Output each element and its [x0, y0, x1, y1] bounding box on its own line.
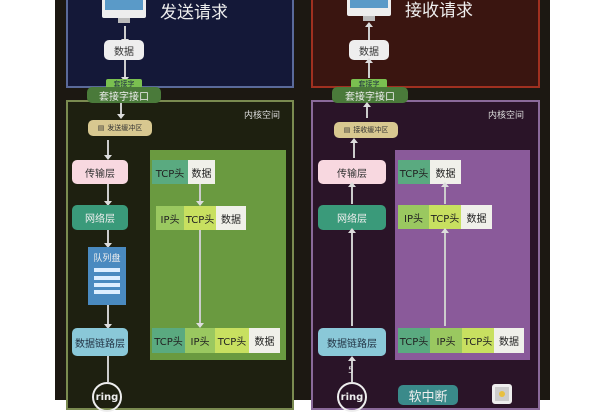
sender-transport-layer: 传输层 [72, 160, 128, 184]
packet-tcp-header: TCP头 [152, 160, 188, 184]
computer-icon [347, 0, 391, 21]
arrow [348, 182, 356, 204]
step-number: 5 [348, 366, 354, 376]
packet-data: 数据 [249, 328, 280, 353]
sender-network-layer: 网络层 [72, 205, 128, 230]
receiver-transport-layer: 传输层 [318, 160, 386, 184]
arrow [104, 140, 112, 160]
receiver-packet-panel [395, 150, 530, 360]
receiver-network-layer: 网络层 [318, 205, 386, 230]
packet-ip-header: IP头 [430, 328, 462, 353]
queue-label: 队列盘 [93, 254, 121, 264]
arrow [348, 228, 356, 326]
packet-ip-header: IP头 [185, 328, 215, 353]
sender-packet-panel [150, 150, 286, 360]
arrow [350, 138, 358, 158]
packet-tcp-header: TCP头 [429, 205, 461, 229]
arrow [121, 60, 129, 82]
packet-ip-header: IP头 [156, 206, 184, 230]
cpu-chip-icon [492, 384, 512, 404]
buffer-icon: ▤ [343, 126, 351, 134]
receiver-ring-buffer: ring [337, 382, 367, 412]
arrow [365, 22, 373, 40]
packet-data: 数据 [430, 160, 461, 184]
sender-title: 发送请求 [160, 3, 228, 23]
receiver-data-box: 数据 [349, 40, 389, 60]
arrow [441, 182, 449, 204]
computer-icon [102, 0, 146, 23]
receiver-buffer: ▤接收缓冲区 [334, 122, 398, 138]
softirq-box: 软中断 [398, 385, 458, 405]
sender-socket-interface: 套接字接口 [87, 87, 161, 103]
receiver-buffer-label: 接收缓冲区 [353, 126, 389, 134]
receiver-title: 接收请求 [405, 1, 473, 21]
packet-ip-header: IP头 [398, 205, 429, 229]
sender-buffer: ▤发送缓冲区 [88, 120, 152, 136]
arrow [196, 230, 204, 328]
packet-data: 数据 [461, 205, 492, 229]
packet-data: 数据 [188, 160, 215, 184]
receiver-datalink-layer: 数据链路层 [318, 328, 386, 356]
packet-tcp-header: TCP头 [398, 160, 430, 184]
arrow [348, 356, 356, 382]
packet-tcp-header: TCP头 [398, 328, 430, 353]
packet-tcp-header: TCP头 [152, 328, 185, 353]
arrow [363, 102, 371, 118]
packet-tcp-header: TCP头 [462, 328, 494, 353]
sender-socket-tag: 套接字 [106, 79, 142, 89]
arrow [121, 26, 129, 44]
arrow [104, 230, 112, 248]
receiver-socket-tag: 套接字 [351, 79, 387, 89]
arrow [104, 184, 112, 206]
sender-data-box: 数据 [104, 40, 144, 60]
packet-data: 数据 [494, 328, 524, 353]
arrow [441, 228, 449, 326]
sender-datalink-layer: 数据链路层 [72, 328, 128, 356]
packet-tcp-header: TCP头 [215, 328, 249, 353]
sender-kernel-label: 内核空间 [244, 111, 281, 121]
receiver-socket-interface: 套接字接口 [332, 87, 408, 103]
sender-queue: 队列盘 [88, 247, 126, 305]
packet-tcp-header: TCP头 [184, 206, 216, 230]
arrow [104, 305, 112, 329]
packet-data: 数据 [216, 206, 246, 230]
sender-ring-buffer: ring [92, 382, 122, 412]
arrow [117, 103, 125, 119]
arrow [196, 184, 204, 206]
arrow [365, 58, 373, 78]
arrow [107, 356, 109, 382]
receiver-kernel-label: 内核空间 [488, 111, 525, 121]
sender-buffer-label: 发送缓冲区 [107, 124, 143, 132]
buffer-icon: ▤ [97, 124, 105, 132]
